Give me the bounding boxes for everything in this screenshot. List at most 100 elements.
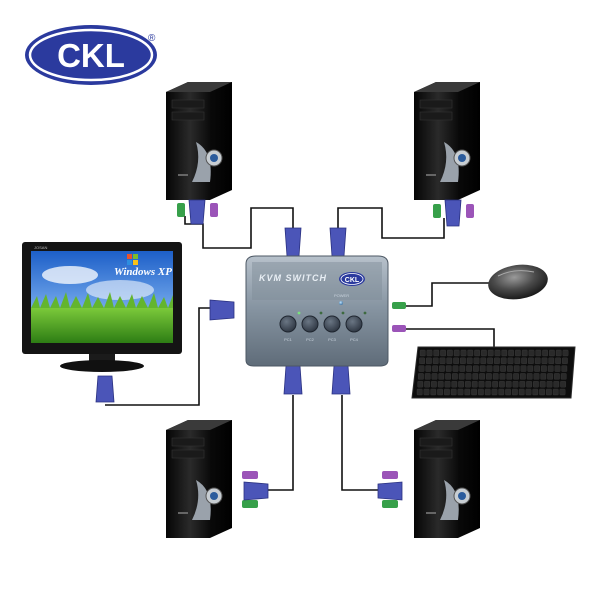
keyboard-key — [494, 357, 500, 364]
keyboard-key — [452, 365, 459, 372]
keyboard-key — [439, 365, 445, 372]
vga-plug-icon — [284, 227, 302, 257]
keyboard-key — [534, 365, 540, 372]
ps2-green-icon — [177, 203, 185, 217]
keyboard-key — [562, 357, 568, 364]
keyboard-key — [547, 365, 554, 372]
keyboard-key — [471, 388, 477, 396]
keyboard-key — [535, 349, 542, 357]
keyboard-key — [491, 388, 498, 396]
keyboard-key — [478, 381, 485, 388]
keyboard-key — [458, 373, 465, 380]
keyboard-key — [500, 365, 506, 372]
keyboard-keys — [416, 349, 569, 396]
cable-pc1 — [184, 207, 294, 249]
keyboard — [411, 346, 576, 399]
keyboard-key — [460, 357, 466, 364]
keyboard-key — [424, 381, 430, 388]
keyboard-key — [432, 365, 438, 372]
keyboard-key — [539, 388, 545, 396]
port-button-3[interactable] — [323, 315, 341, 333]
keyboard-key — [471, 381, 478, 388]
keyboard-key — [500, 357, 507, 364]
keyboard-key — [447, 349, 453, 357]
keyboard-key — [460, 349, 467, 357]
keyboard-key — [520, 365, 527, 372]
keyboard-key — [452, 373, 458, 380]
keyboard-key — [548, 357, 555, 364]
vga-plug-icon — [209, 299, 235, 321]
pc-tower-bottom-left — [166, 420, 232, 538]
keyboard-key — [479, 365, 486, 372]
logo-ellipse — [25, 25, 157, 85]
keyboard-key — [554, 373, 560, 380]
vga-plug-icon — [377, 481, 403, 501]
keyboard-key — [552, 388, 559, 396]
keyboard-key — [534, 357, 541, 364]
monitor-brand: JOSAN — [34, 245, 47, 250]
kvm-title: KVM SWITCH — [259, 273, 327, 283]
keyboard-key — [451, 381, 458, 388]
vga-plug-icon — [188, 199, 206, 225]
pc-tower-top-right — [414, 82, 480, 200]
keyboard-key — [513, 373, 519, 380]
pc-tower-top-left — [166, 82, 232, 200]
keyboard-key — [528, 349, 535, 357]
connectors-pc2 — [433, 199, 474, 227]
keyboard-key — [514, 357, 521, 364]
keyboard-key — [418, 373, 424, 380]
cables — [105, 207, 495, 491]
port-button-2[interactable] — [301, 315, 319, 333]
cable-monitor — [105, 307, 216, 406]
keyboard-key — [478, 388, 484, 396]
keyboard-key — [512, 388, 518, 396]
logo-ring — [28, 28, 154, 82]
keyboard-key — [533, 381, 539, 388]
keyboard-key — [528, 357, 534, 364]
port-led-icon — [363, 311, 367, 315]
keyboard-key — [480, 357, 487, 364]
keyboard-key — [525, 388, 532, 396]
keyboard-key — [508, 349, 514, 357]
keyboard-key — [418, 365, 425, 372]
keyboard-key — [512, 381, 519, 388]
vga-plug-icon — [95, 375, 115, 403]
keyboard-key — [507, 357, 514, 364]
keyboard-key — [561, 365, 568, 372]
power-led-icon — [339, 301, 343, 305]
port-button-1[interactable] — [279, 315, 297, 333]
power-label: POWER — [334, 293, 349, 298]
port-buttons: PC1 PC2 PC3 PC4 — [279, 311, 367, 342]
keyboard-key — [505, 381, 512, 388]
keyboard-key — [485, 381, 492, 388]
ps2-purple-icon — [382, 471, 398, 479]
keyboard-key — [562, 349, 569, 357]
keyboard-key — [507, 365, 513, 372]
kvm-badge: CKL — [339, 272, 365, 286]
keyboard-key — [547, 373, 553, 380]
keyboard-key — [424, 373, 431, 380]
keyboard-key — [541, 357, 548, 364]
keyboard-key — [445, 365, 452, 372]
keyboard-key — [542, 349, 548, 357]
cable-pc4 — [341, 395, 380, 491]
keyboard-key — [437, 388, 443, 396]
keyboard-key — [527, 365, 534, 372]
keyboard-key — [546, 381, 553, 388]
port-label-3: PC3 — [328, 337, 337, 342]
monitor-base — [60, 360, 144, 372]
ckl-logo: CKL ® — [25, 25, 157, 85]
ps2-green-icon — [242, 500, 258, 508]
keyboard-key — [466, 365, 472, 372]
keyboard-key — [539, 381, 546, 388]
cable-keyboard — [398, 328, 495, 347]
keyboard-key — [467, 349, 474, 357]
keyboard-key — [505, 388, 511, 396]
ps2-purple-icon — [392, 325, 406, 332]
keyboard-key — [457, 388, 464, 396]
port-button-4[interactable] — [345, 315, 363, 333]
keyboard-key — [430, 388, 437, 396]
keyboard-key — [546, 388, 552, 396]
keyboard-key — [433, 349, 440, 357]
